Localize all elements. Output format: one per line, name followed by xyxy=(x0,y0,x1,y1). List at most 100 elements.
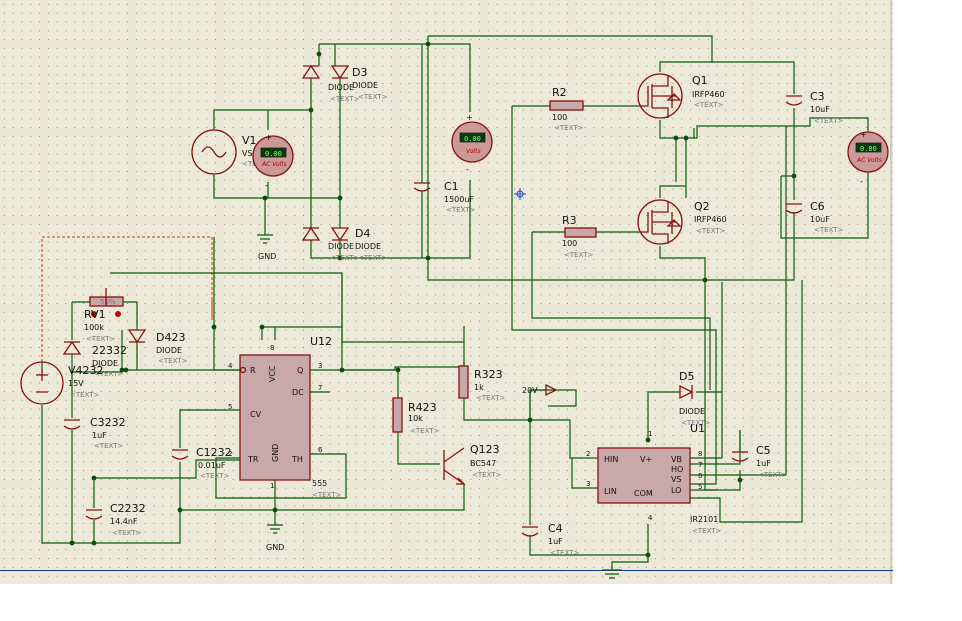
c5-text: <TEXT> xyxy=(758,471,788,479)
capacitor-c3[interactable]: C3 10uF <TEXT> xyxy=(785,90,844,125)
r323-ref: R323 xyxy=(474,368,503,381)
diode-d4[interactable]: D4 DIODE <TEXT> xyxy=(330,227,388,262)
rv1-wiper: 50% xyxy=(100,298,116,306)
capacitor-c1[interactable]: C1 1500uF <TEXT> xyxy=(413,170,476,214)
c3-ref: C3 xyxy=(810,90,825,103)
resistor-r2[interactable]: R2 100 <TEXT> xyxy=(549,86,584,132)
ground-symbol-1: GND xyxy=(257,230,276,261)
d3-text: <TEXT> xyxy=(358,93,388,101)
svg-text:1: 1 xyxy=(270,482,274,490)
resistor-r423[interactable]: R423 10k <TEXT> xyxy=(392,397,440,435)
meter1-unit: AC Volts xyxy=(261,161,287,168)
v4232-ref: V4232 xyxy=(68,364,104,377)
pin-ho: HO xyxy=(671,465,683,474)
transistor-q123[interactable]: Q123 BC547 <TEXT> xyxy=(443,443,502,485)
c6-value: 10uF xyxy=(810,215,830,224)
c3-value: 10uF xyxy=(810,105,830,114)
d22332-value: DIODE xyxy=(92,359,118,368)
c6-ref: C6 xyxy=(810,200,825,213)
c1-value: 1500uF xyxy=(444,195,474,204)
r423-text: <TEXT> xyxy=(410,427,440,435)
pin-q: Q xyxy=(297,366,303,375)
source-v4232[interactable]: V4232 15V <TEXT> xyxy=(20,361,104,405)
diode-d3[interactable]: D3 DIODE <TEXT> xyxy=(330,65,388,101)
pin-hin: HIN xyxy=(604,455,618,464)
c6-text: <TEXT> xyxy=(814,226,844,234)
c3232-text: <TEXT> xyxy=(94,442,124,450)
d3-value: DIODE xyxy=(352,81,378,90)
c3232-ref: C3232 xyxy=(90,416,126,429)
c3232-value: 1uF xyxy=(92,431,107,440)
potentiometer-rv1[interactable]: 50% RV1 100k <TEXT> xyxy=(84,288,124,343)
svg-text:7: 7 xyxy=(318,384,322,392)
d22332-ref: 22332 xyxy=(92,344,127,357)
resistor-r3[interactable]: R3 100 <TEXT> xyxy=(562,214,597,259)
driver-ir2101-u1[interactable]: U1 IR2101 <TEXT> HIN LIN V+ COM VB HO VS… xyxy=(586,422,722,535)
pin-com: COM xyxy=(634,489,653,498)
pin-vs: VS xyxy=(671,475,682,484)
svg-text:7: 7 xyxy=(698,461,702,469)
bridge-diode-bottom-left[interactable] xyxy=(301,226,321,241)
d423-text: <TEXT> xyxy=(158,357,188,365)
dc-voltmeter[interactable]: 0.00 Volts + - xyxy=(451,113,493,174)
r2-text: <TEXT> xyxy=(554,124,584,132)
capacitor-c5[interactable]: C5 1uF <TEXT> xyxy=(731,430,788,479)
supply-20v-label: 20V xyxy=(522,386,538,395)
svg-text:+: + xyxy=(860,130,867,139)
ac-voltmeter-2[interactable]: 0.00 AC Volts + - xyxy=(847,130,889,186)
svg-text:6: 6 xyxy=(318,446,323,454)
diode-d423[interactable]: D423 DIODE <TEXT> xyxy=(127,329,188,365)
v4232-value: 15V xyxy=(68,379,84,388)
bridge-bottom-left-value: DIODE xyxy=(328,242,354,251)
meter3-display: 0.00 xyxy=(860,145,877,153)
meter2-display: 0.00 xyxy=(464,135,481,143)
c3-text: <TEXT> xyxy=(814,117,844,125)
d3-ref: D3 xyxy=(352,66,367,79)
q2-ref: Q2 xyxy=(694,200,710,213)
capacitor-c1232[interactable]: C1232 0.01uF <TEXT> xyxy=(171,446,232,480)
c5-value: 1uF xyxy=(756,459,771,468)
pin-tr: TR xyxy=(247,455,259,464)
timer-555-u12[interactable]: U12 555 <TEXT> R VCC Q DC CV TR GND TH 4… xyxy=(228,335,342,499)
c1232-text: <TEXT> xyxy=(200,472,230,480)
q123-value: BC547 xyxy=(470,459,496,468)
diode-22332[interactable]: 22332 DIODE <TEXT> xyxy=(62,340,127,378)
q1-ref: Q1 xyxy=(692,74,708,87)
schematic-canvas[interactable] xyxy=(0,0,893,584)
u12-value: 555 xyxy=(312,479,327,488)
pin-lo: LO xyxy=(671,486,681,495)
svg-text:2: 2 xyxy=(228,450,232,458)
d5-text: <TEXT> xyxy=(681,419,711,427)
canvas-right-border xyxy=(890,0,892,584)
c2232-ref: C2232 xyxy=(110,502,146,515)
diode-d5[interactable]: D5 DIODE <TEXT> xyxy=(679,370,711,427)
rv1-ref: RV1 xyxy=(84,308,106,321)
mosfet-q2[interactable]: Q2 IRFP460 <TEXT> xyxy=(637,199,727,245)
q123-ref: Q123 xyxy=(470,443,500,456)
gnd2-label: GND xyxy=(266,543,284,552)
capacitor-c3232[interactable]: C3232 1uF <TEXT> xyxy=(63,416,126,450)
pin-gnd: GND xyxy=(271,444,280,462)
c4-value: 1uF xyxy=(548,537,563,546)
d4-text: <TEXT> xyxy=(358,254,388,262)
supply-20v[interactable]: 20V xyxy=(522,383,558,397)
svg-text:5: 5 xyxy=(228,403,232,411)
bridge-diode-top-left[interactable] xyxy=(301,64,321,79)
pin-r: R xyxy=(250,366,256,375)
capacitor-c6[interactable]: C6 10uF <TEXT> xyxy=(785,200,844,234)
mosfet-q1[interactable]: Q1 IRFP460 <TEXT> xyxy=(637,73,725,119)
svg-text:-: - xyxy=(860,177,863,186)
ground-symbol-3 xyxy=(602,569,622,579)
junction-nodes xyxy=(69,41,797,558)
resistor-r323[interactable]: R323 1k <TEXT> xyxy=(458,365,506,402)
capacitor-c2232[interactable]: C2232 14.4nF <TEXT> xyxy=(85,502,146,537)
meter1-display: 0.00 xyxy=(265,150,282,158)
u1-value: IR2101 xyxy=(690,515,718,524)
r323-value: 1k xyxy=(474,383,484,392)
ac-voltmeter-1[interactable]: 0.00 AC Volts + - xyxy=(252,133,294,190)
capacitor-c4[interactable]: C4 1uF <TEXT> xyxy=(521,522,580,557)
c4-ref: C4 xyxy=(548,522,563,535)
d22332-text: <TEXT> xyxy=(94,370,124,378)
c1232-value: 0.01uF xyxy=(198,461,226,470)
